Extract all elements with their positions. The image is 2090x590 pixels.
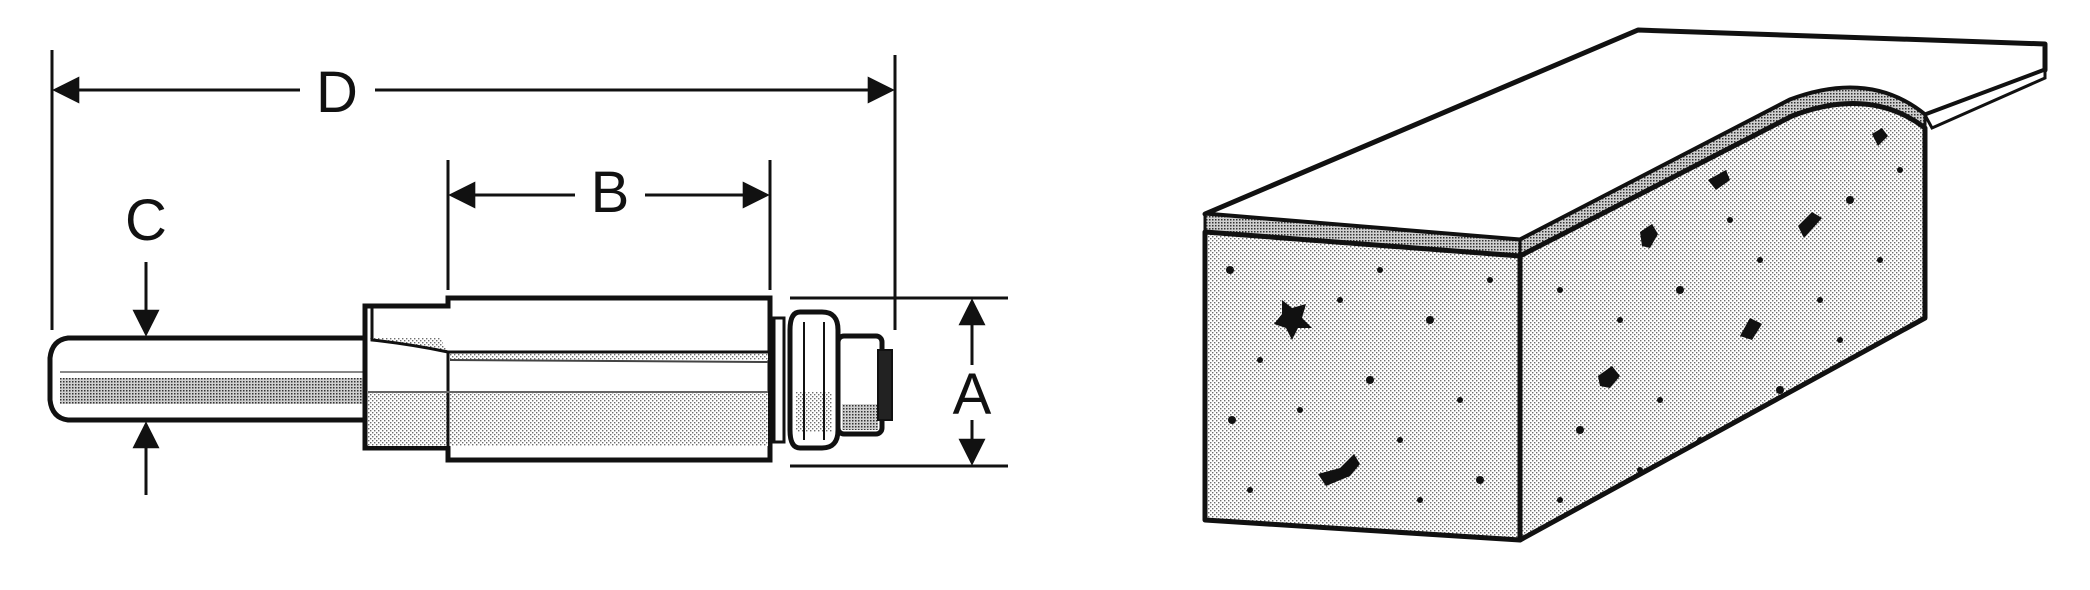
dimension-d-label: D — [316, 60, 358, 125]
router-bit: D B C A — [47, 50, 1008, 495]
bearing-screw-shading — [842, 404, 878, 430]
dimension-c-label: C — [125, 188, 167, 253]
workpiece-side-face — [1517, 101, 1928, 543]
workpiece-particles — [1226, 128, 1903, 503]
cutter-shading — [368, 392, 768, 446]
bearing-shading — [796, 392, 832, 432]
workpiece-front-face — [1202, 229, 1523, 543]
bearing-screw-tip — [877, 349, 893, 421]
cutter-flute-curve — [370, 306, 768, 354]
cutter-flute-upper — [368, 338, 768, 360]
workpiece-block — [1202, 27, 2048, 543]
workpiece-board-edge — [1922, 67, 2047, 130]
dimension-a-label: A — [953, 362, 992, 427]
shank-shading — [60, 378, 363, 404]
cutter-flute-shadow — [449, 359, 769, 363]
dimension-b-label: B — [591, 160, 630, 225]
washer — [772, 316, 786, 444]
